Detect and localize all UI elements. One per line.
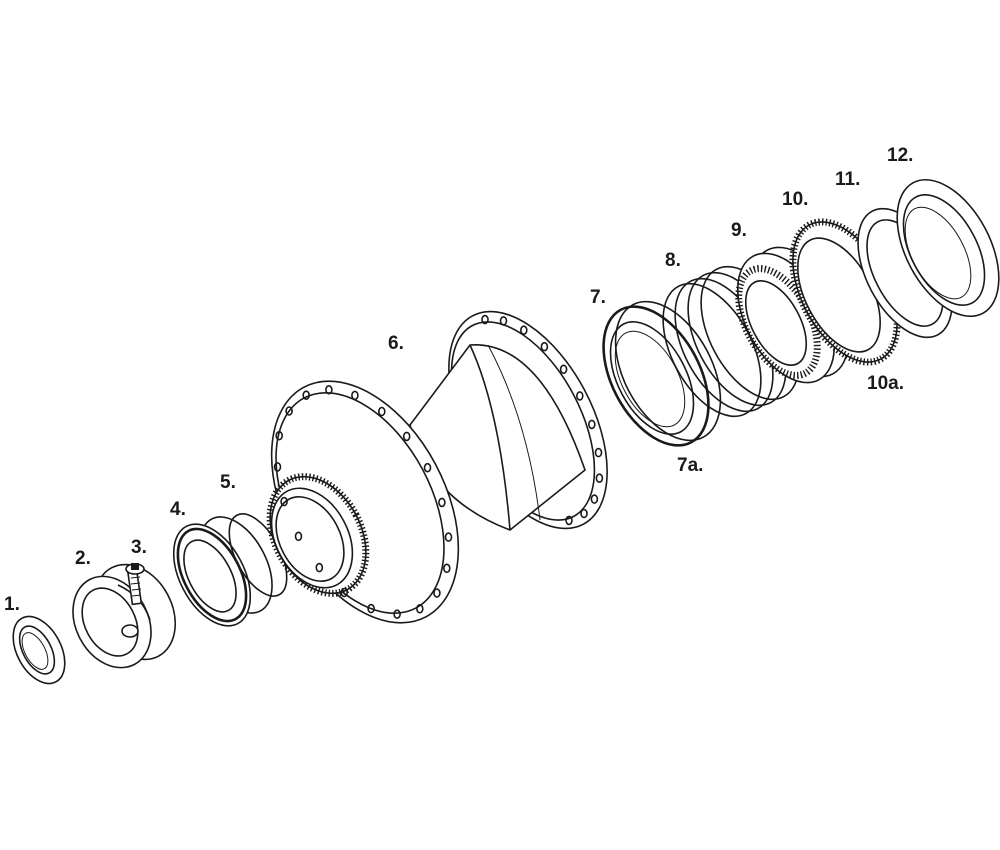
spoke-hole: [275, 430, 284, 441]
part-3-bolt: [125, 563, 145, 606]
part-2-clamp-collar: [72, 563, 177, 669]
spoke-hole: [590, 494, 599, 504]
spoke-hole: [575, 391, 584, 401]
spoke-hole: [340, 587, 349, 598]
label-10a: 10a.: [867, 373, 904, 394]
spoke-hole: [280, 496, 288, 507]
spoke-hole: [423, 462, 432, 473]
spoke-hole: [294, 531, 303, 542]
label-2: 2.: [75, 548, 91, 569]
spoke-hole: [402, 431, 411, 442]
part-6-hub-shell: [266, 310, 608, 624]
label-7: 7.: [590, 287, 606, 308]
spoke-hole: [302, 390, 311, 401]
spoke-hole: [367, 603, 375, 614]
label-10: 10.: [782, 189, 808, 210]
spoke-hole: [415, 603, 424, 614]
spoke-hole: [519, 325, 528, 336]
spoke-hole: [442, 563, 451, 574]
spoke-hole: [351, 390, 359, 401]
spoke-hole: [444, 532, 453, 542]
label-5: 5.: [220, 472, 236, 493]
spoke-hole: [377, 406, 386, 417]
spoke-hole: [438, 497, 446, 508]
spoke-hole: [594, 447, 603, 458]
spoke-hole: [587, 419, 596, 430]
spoke-hole: [580, 508, 588, 519]
spoke-hole: [540, 341, 549, 352]
label-1: 1.: [4, 594, 20, 615]
label-11: 11.: [835, 169, 860, 190]
label-9: 9.: [731, 220, 747, 241]
spoke-hole: [433, 588, 441, 598]
spoke-hole: [393, 609, 401, 620]
spoke-hole: [285, 406, 293, 416]
flange-spoke-holes: [273, 314, 604, 620]
spoke-hole: [325, 384, 333, 395]
label-7a: 7a.: [677, 455, 703, 476]
label-3: 3.: [131, 537, 147, 558]
part-12-bearing: [896, 178, 1000, 318]
spoke-hole: [595, 473, 604, 484]
part-7-lock-ring: [602, 300, 722, 447]
spoke-hole: [273, 462, 282, 472]
label-4: 4.: [170, 499, 186, 520]
spoke-hole: [481, 314, 489, 325]
label-8: 8.: [665, 250, 681, 271]
spoke-hole: [565, 515, 573, 526]
label-12: 12.: [887, 145, 913, 166]
spoke-hole: [499, 316, 508, 326]
spoke-hole: [315, 562, 324, 573]
spoke-hole: [559, 364, 568, 375]
part-1-end-cap: [12, 615, 66, 685]
label-6: 6.: [388, 333, 404, 354]
